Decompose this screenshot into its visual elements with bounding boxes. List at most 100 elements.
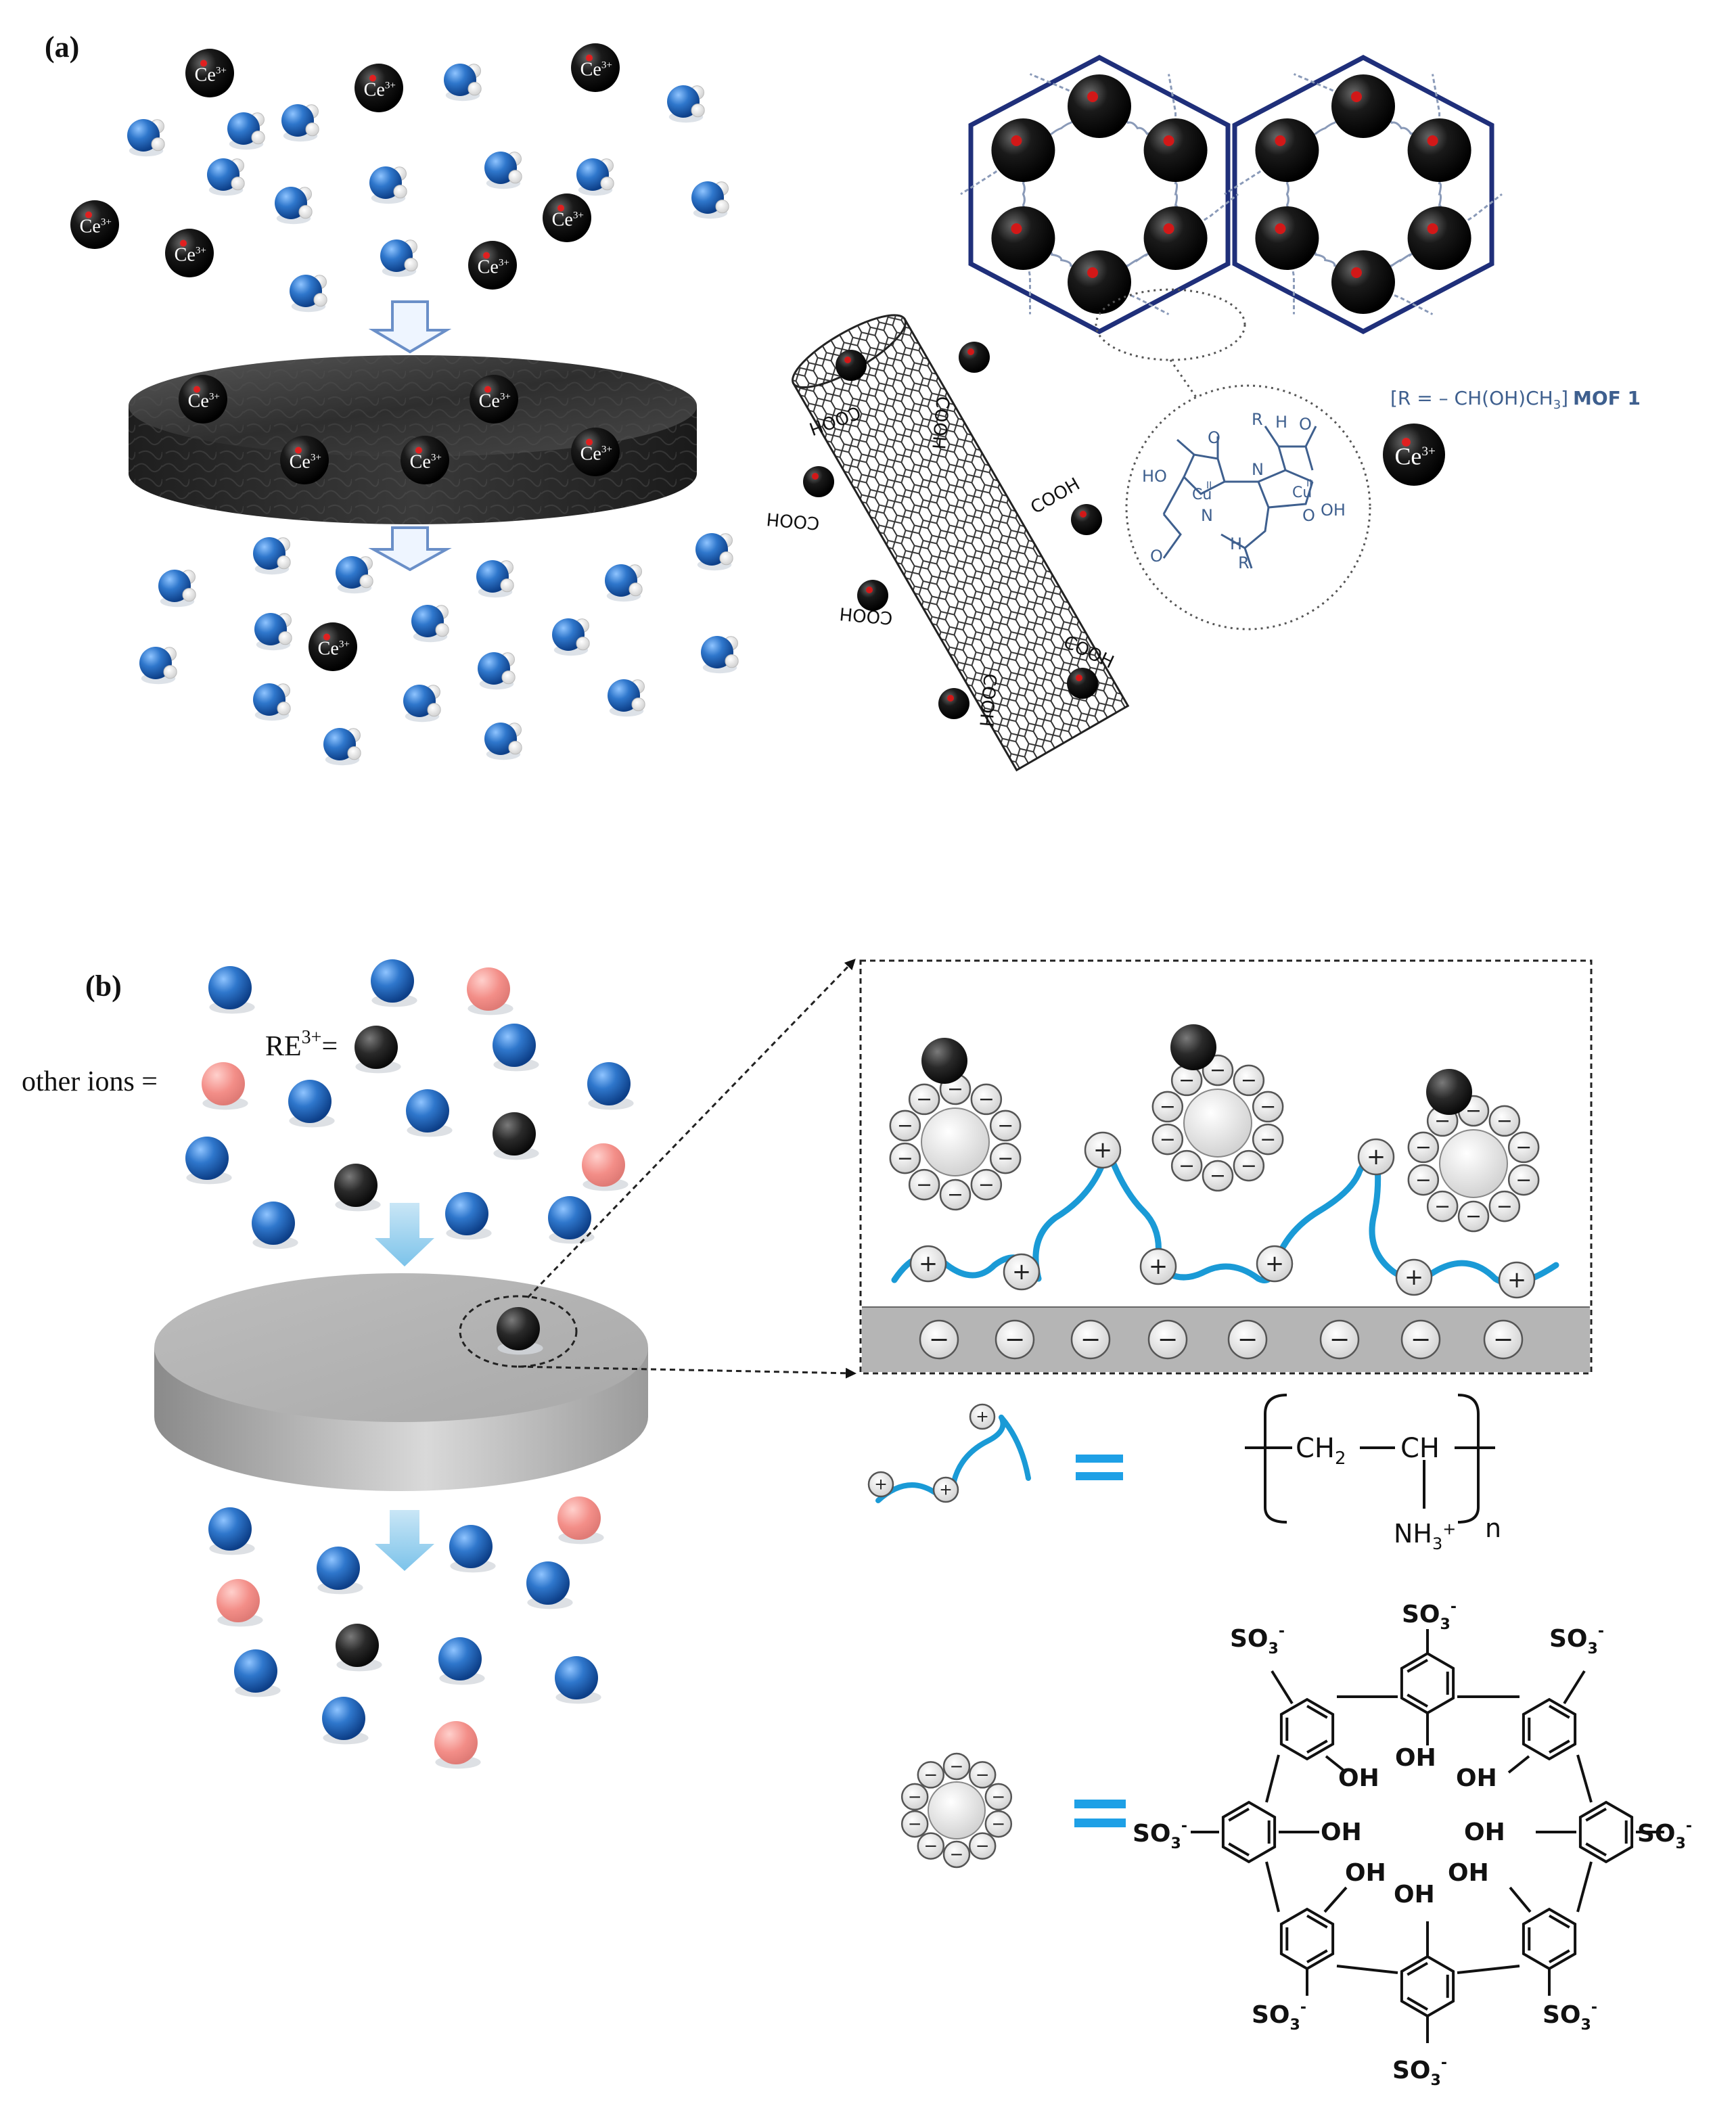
svg-text:−: −: [1465, 1204, 1482, 1227]
calix-negative-charge: −: [1426, 1190, 1459, 1222]
svg-text:+: +: [1149, 1253, 1168, 1279]
svg-text:O: O: [1299, 415, 1312, 434]
svg-text:−: −: [1241, 1068, 1257, 1091]
svg-text:R: R: [1238, 553, 1250, 572]
cooh-label: COOH: [928, 395, 953, 450]
svg-text:−: −: [1160, 1127, 1176, 1150]
water-molecule: [526, 1561, 573, 1609]
water-molecule: [605, 564, 643, 602]
positive-charge: +: [932, 1476, 959, 1503]
calix-negative-charge: −: [942, 1840, 971, 1869]
svg-text:+: +: [1093, 1137, 1112, 1163]
ce-ion-charge: 3+: [500, 392, 511, 403]
ce-ion-label: Ce: [552, 210, 573, 231]
water-molecule: [227, 112, 265, 150]
panel-b-label: (b): [85, 969, 122, 1003]
svg-text:[R = – CH(OH)CH3]: [R = – CH(OH)CH3]: [1390, 387, 1568, 412]
positive-charge: +: [1084, 1131, 1122, 1169]
re-ion: [921, 1038, 967, 1084]
ce-ion-charge: 3+: [573, 210, 584, 221]
water-molecule: [275, 187, 313, 225]
svg-text:+: +: [939, 1480, 953, 1499]
svg-text:H: H: [1230, 534, 1242, 553]
calix-negative-charge: −: [1233, 1149, 1265, 1182]
ce-ion-label: Ce: [479, 391, 500, 412]
water-molecule: [139, 647, 177, 685]
svg-text:Ce3+: Ce3+: [290, 452, 321, 473]
ce-ion: Ce3+: [70, 200, 119, 249]
svg-text:CH2: CH2: [1296, 1433, 1346, 1469]
calix-negative-charge: −: [900, 1810, 929, 1838]
calixarene-equals: [1074, 1800, 1126, 1827]
water-molecule: [288, 1080, 335, 1128]
water-molecule: [158, 570, 196, 608]
calixarene-complexes: −−−−−−−−−−−−−−−−−−−−−−−−−−−−−−: [889, 1024, 1540, 1233]
other-ion: [434, 1721, 481, 1769]
calix-negative-charge: −: [1151, 1123, 1184, 1156]
water-molecule: [336, 556, 373, 594]
calix-negative-charge: −: [900, 1783, 929, 1811]
negative-charge: −: [1227, 1319, 1268, 1360]
svg-text:+: +: [976, 1407, 989, 1426]
calixarene-complex: −−−−−−−−−−: [1407, 1069, 1540, 1233]
cooh-label: COOH: [766, 508, 821, 533]
cooh-label: COOH: [975, 672, 1000, 727]
water-molecule: [281, 104, 319, 142]
negative-charge: −: [1147, 1319, 1188, 1360]
oh-label: OH: [1345, 1859, 1386, 1887]
ce-ion: Ce3+: [470, 375, 518, 424]
svg-text:+: +: [919, 1250, 938, 1277]
panel-b-adsorbed-re-ion: [497, 1307, 543, 1355]
svg-text:−: −: [1415, 1168, 1432, 1191]
water-molecule: [371, 959, 417, 1007]
water-molecule: [667, 85, 705, 123]
svg-text:−: −: [1210, 1164, 1226, 1187]
mof-ligand-labels: HO OH Cu Cu II II N N O O O O R R H H: [1142, 410, 1346, 572]
svg-text:O: O: [1208, 428, 1220, 447]
ce-ion-charge: 3+: [499, 258, 509, 269]
svg-text:+: +: [1507, 1266, 1526, 1293]
ce-ion: Ce3+: [280, 436, 329, 484]
water-molecule: [445, 1192, 492, 1240]
svg-text:N: N: [1201, 506, 1213, 525]
ce-ion: Ce3+: [1383, 424, 1445, 486]
ce-ion-charge: 3+: [311, 453, 321, 463]
calix-negative-charge: −: [917, 1761, 945, 1789]
calix-negative-charge: −: [1457, 1200, 1490, 1233]
svg-text:−: −: [947, 1183, 963, 1206]
svg-text:Ce3+: Ce3+: [195, 65, 227, 86]
so3-label: SO3-: [1230, 1623, 1285, 1657]
water-molecule: [608, 679, 645, 717]
svg-text:−: −: [976, 1836, 990, 1856]
ce-ion: Ce3+: [401, 436, 449, 484]
ce-ion-charge: 3+: [601, 60, 612, 71]
water-molecule: [695, 533, 733, 571]
water-molecule: [323, 728, 361, 766]
ce-ion: Ce3+: [185, 49, 234, 97]
water-molecule: [411, 605, 449, 643]
svg-text:Ce3+: Ce3+: [188, 391, 220, 412]
svg-text:+: +: [1265, 1250, 1284, 1277]
svg-text:Ce3+: Ce3+: [318, 639, 350, 660]
water-molecule: [691, 181, 729, 219]
ce-ion-charge: 3+: [196, 246, 206, 256]
svg-text:−: −: [1515, 1135, 1532, 1158]
ce-ion-label: Ce: [80, 216, 101, 237]
calixarene-complex: −−−−−−−−−−: [889, 1038, 1022, 1211]
oh-label: OH: [1456, 1764, 1497, 1792]
water-molecule: [317, 1547, 363, 1595]
panel-a-down-arrow-1: [368, 300, 452, 354]
svg-text:−: −: [923, 1836, 938, 1856]
svg-text:+: +: [1367, 1143, 1386, 1170]
positive-charge: +: [1139, 1248, 1177, 1285]
svg-text:−: −: [997, 1114, 1013, 1137]
svg-text:−: −: [929, 1325, 950, 1354]
svg-text:−: −: [1497, 1109, 1513, 1132]
water-molecule: [493, 1024, 539, 1072]
mof-metal-node: [1407, 206, 1471, 270]
svg-text:−: −: [978, 1087, 995, 1110]
ce-ion: Ce3+: [165, 229, 214, 277]
calix-negative-charge: −: [984, 1810, 1013, 1838]
svg-text:Ce3+: Ce3+: [80, 216, 112, 237]
